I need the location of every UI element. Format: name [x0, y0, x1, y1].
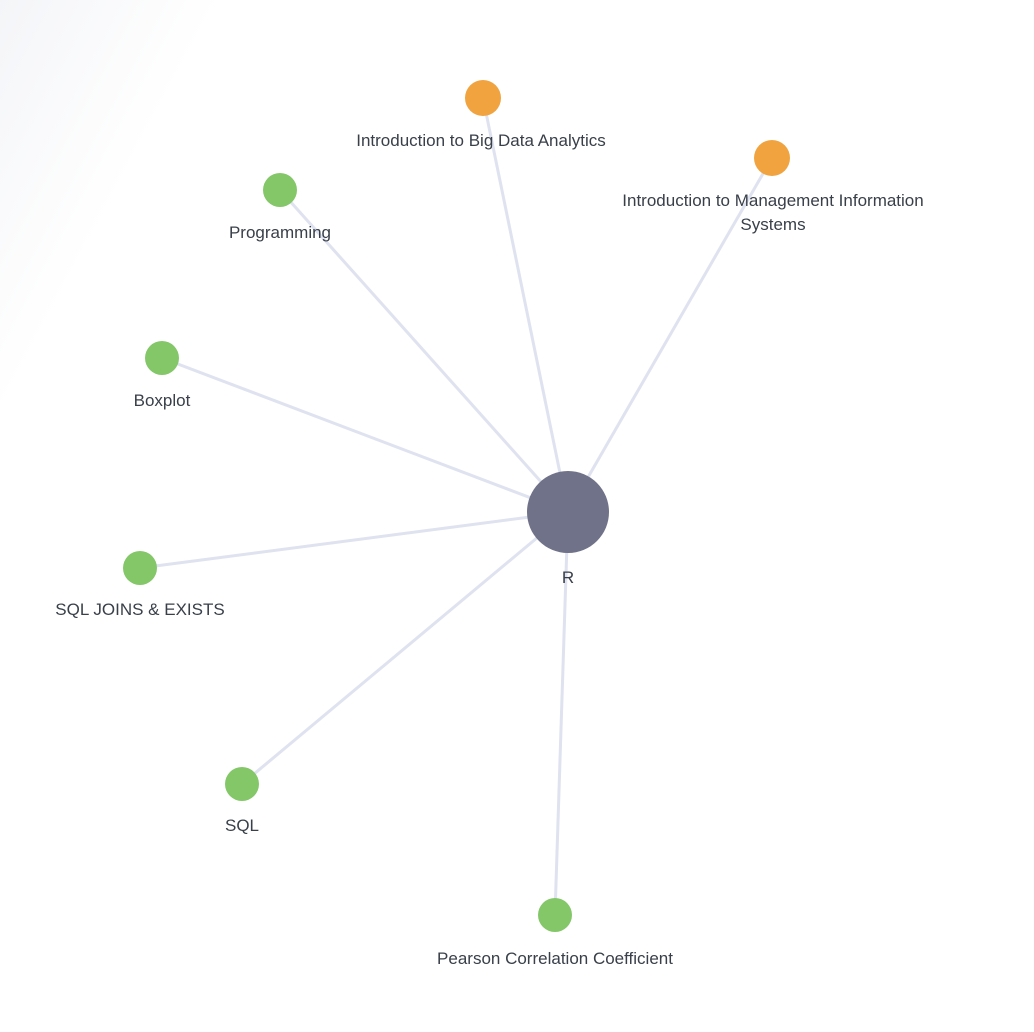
node-r[interactable]: [527, 471, 609, 553]
node-r-label: R: [562, 568, 574, 587]
node-programming-label: Programming: [229, 223, 331, 242]
node-introduction-to-big-data-analytics-label: Introduction to Big Data Analytics: [356, 131, 605, 150]
graph-edge: [139, 510, 569, 570]
graph-edges: [139, 97, 774, 916]
node-sql-joins-exists[interactable]: [123, 551, 157, 585]
graph-edge: [566, 157, 774, 513]
node-boxplot-label: Boxplot: [134, 391, 191, 410]
graph-nodes: [123, 80, 790, 932]
graph-edge: [161, 356, 569, 514]
node-introduction-to-management-information-systems[interactable]: [754, 140, 790, 176]
graph-labels: Introduction to Big Data AnalyticsIntrod…: [55, 131, 923, 968]
graph-edge: [553, 511, 570, 916]
node-sql[interactable]: [225, 767, 259, 801]
node-sql-label: SQL: [225, 816, 259, 835]
node-programming[interactable]: [263, 173, 297, 207]
node-sql-joins-exists-label: SQL JOINS & EXISTS: [55, 600, 224, 619]
graph-edge: [241, 510, 569, 786]
graph-edge: [481, 97, 570, 513]
node-pearson-correlation-coefficient-label: Pearson Correlation Coefficient: [437, 949, 673, 968]
node-boxplot[interactable]: [145, 341, 179, 375]
node-introduction-to-big-data-analytics[interactable]: [465, 80, 501, 116]
node-pearson-correlation-coefficient[interactable]: [538, 898, 572, 932]
graph-edge: [278, 189, 570, 513]
